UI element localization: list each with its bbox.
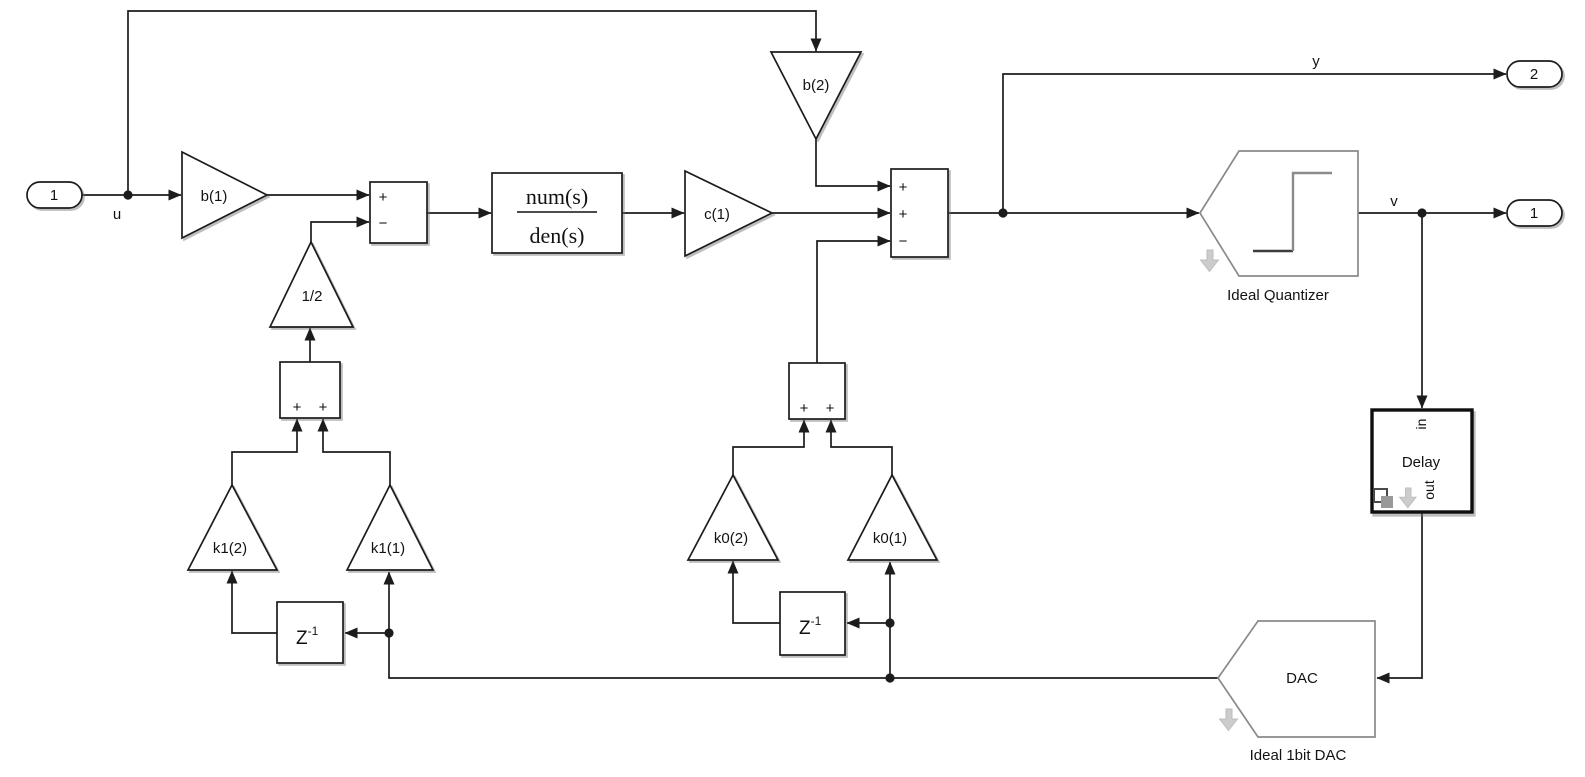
gain-k12-label: k1(2) xyxy=(213,540,247,557)
delay-subsystem-icon-fill xyxy=(1381,496,1393,508)
gain-k11-label: k1(1) xyxy=(371,540,405,557)
sum2-plus2: + xyxy=(899,206,908,223)
k1-sum-plus1: + xyxy=(293,399,302,416)
quantizer-block[interactable] xyxy=(1198,150,1359,277)
k1-sum[interactable] xyxy=(279,361,341,419)
delay-port-out-label: out xyxy=(1421,480,1437,500)
branch-dot-y xyxy=(998,208,1008,218)
sum1-minus: − xyxy=(379,215,388,232)
gain-b2[interactable] xyxy=(769,51,863,141)
branch-dot-zright xyxy=(885,618,895,628)
delay-label: Delay xyxy=(1402,454,1441,471)
wire-delay-to-dac[interactable] xyxy=(1376,512,1423,684)
wire-dac-feedback[interactable] xyxy=(388,633,1218,679)
unit-delay-right[interactable] xyxy=(779,591,846,656)
gain-k01[interactable] xyxy=(846,473,939,561)
wire-half-to-sum1[interactable] xyxy=(310,216,370,242)
gain-half-label: 1/2 xyxy=(302,288,323,305)
wire-k02-to-k0sum[interactable] xyxy=(732,419,810,475)
gain-c1[interactable] xyxy=(684,169,774,258)
unit-delay-left[interactable] xyxy=(276,601,344,664)
dac-lookunder-icon xyxy=(1218,708,1239,732)
inport-1[interactable] xyxy=(26,181,83,209)
wire-b2-to-sum2[interactable] xyxy=(815,139,891,192)
transfer-fcn-den: den(s) xyxy=(530,223,585,248)
signal-label-v: v xyxy=(1390,193,1398,210)
gain-k01-label: k0(1) xyxy=(873,530,907,547)
wire-y-to-outport[interactable] xyxy=(1002,68,1507,213)
k0-sum-plus2: + xyxy=(826,400,835,417)
sum1-plus: + xyxy=(379,189,388,206)
quantizer-step-high xyxy=(1291,171,1332,251)
outport-1[interactable] xyxy=(1506,199,1563,227)
outport-2[interactable] xyxy=(1506,60,1563,88)
k1-sum-plus2: + xyxy=(319,399,328,416)
transfer-fcn[interactable] xyxy=(491,172,623,254)
sum2-plus1: + xyxy=(899,179,908,196)
transfer-fcn-num: num(s) xyxy=(526,184,588,209)
dac-caption: Ideal 1bit DAC xyxy=(1250,747,1347,764)
wire-zleft-to-k12[interactable] xyxy=(226,570,277,634)
delay-block[interactable] xyxy=(1370,408,1474,514)
gain-half[interactable] xyxy=(268,240,355,328)
branch-dot-u xyxy=(123,190,133,200)
gain-c1-label: c(1) xyxy=(704,206,730,223)
gain-b1-label: b(1) xyxy=(201,188,228,205)
delay-lookunder-icon xyxy=(1398,487,1418,509)
gain-k02[interactable] xyxy=(686,473,780,561)
gain-k02-label: k0(2) xyxy=(714,530,748,547)
gain-b1[interactable] xyxy=(181,150,269,240)
sum2-minus: − xyxy=(899,233,908,250)
wire-u-branch-to-b2[interactable] xyxy=(127,10,822,195)
unit-delay-right-label: Z-1 xyxy=(799,614,822,639)
signal-label-u: u xyxy=(113,206,121,223)
wire-zright-to-k02[interactable] xyxy=(727,560,780,624)
outport-2-number: 2 xyxy=(1530,66,1538,83)
delay-port-in-label: in xyxy=(1413,419,1429,430)
gain-k12[interactable] xyxy=(186,483,279,571)
branch-dot-feedback-left xyxy=(384,628,394,638)
gain-b2-label: b(2) xyxy=(803,77,830,94)
gain-k11[interactable] xyxy=(345,483,435,571)
wire-k0sum-to-sum2[interactable] xyxy=(816,235,891,363)
branch-dot-feedback-right xyxy=(885,673,895,683)
quantizer-lookunder-icon xyxy=(1199,249,1220,273)
k0-sum-plus1: + xyxy=(800,400,809,417)
outport-1-number: 1 xyxy=(1530,205,1538,222)
signal-label-y: y xyxy=(1312,53,1320,70)
dac-label: DAC xyxy=(1286,670,1318,687)
branch-dot-v xyxy=(1417,208,1427,218)
sum1[interactable] xyxy=(369,181,428,244)
inport-1-number: 1 xyxy=(50,187,58,204)
k0-sum[interactable] xyxy=(788,362,846,420)
dac-block[interactable] xyxy=(1216,620,1376,738)
unit-delay-left-label: Z-1 xyxy=(296,624,319,649)
quantizer-caption: Ideal Quantizer xyxy=(1227,287,1329,304)
wire-k11-to-k1sum[interactable] xyxy=(317,418,391,485)
wire-k01-to-k0sum[interactable] xyxy=(825,419,893,475)
sum2[interactable] xyxy=(890,168,949,258)
wire-k12-to-k1sum[interactable] xyxy=(231,418,303,485)
